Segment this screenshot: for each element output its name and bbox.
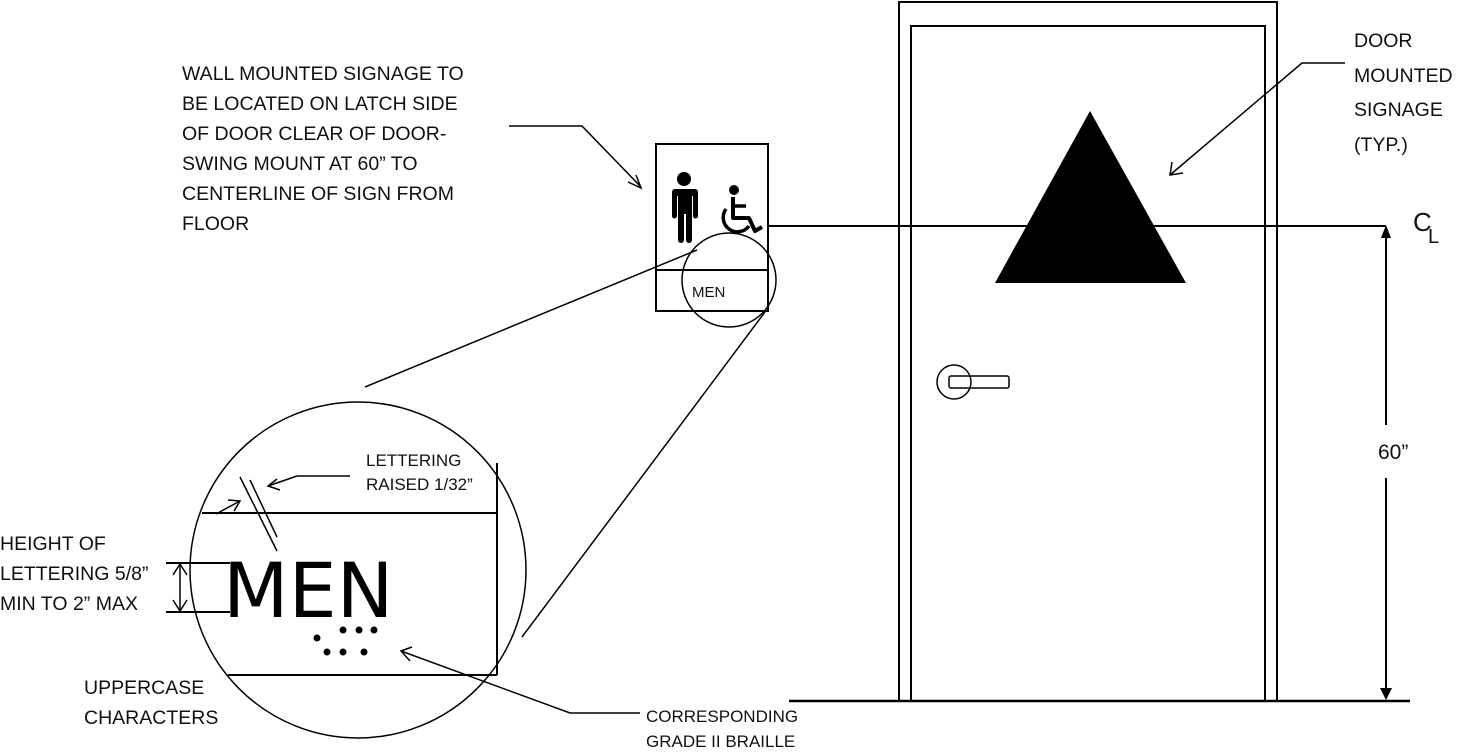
- centerline-symbol: C: [1413, 207, 1432, 237]
- raised-note-line: RAISED 1/32”: [366, 475, 473, 494]
- height-dimension: [1380, 225, 1392, 700]
- male-figure-icon: [672, 172, 698, 243]
- wall-note-line: OF DOOR CLEAR OF DOOR-: [182, 123, 446, 145]
- door-frame-outer: [898, 1, 1278, 702]
- wall-note-line: WALL MOUNTED SIGNAGE TO: [182, 63, 464, 85]
- wall-sign-note: WALL MOUNTED SIGNAGE TO BE LOCATED ON LA…: [182, 63, 464, 235]
- wheelchair-accessible-icon: [721, 185, 763, 234]
- detail-magnified-view: MEN: [189, 401, 527, 739]
- height-note-line: LETTERING 5/8”: [0, 563, 148, 585]
- dimension-60-label: 60”: [1378, 441, 1408, 464]
- centerline-subscript: L: [1428, 226, 1439, 248]
- uppercase-note-line: CHARACTERS: [84, 707, 218, 729]
- door-sign-leader: [1169, 62, 1345, 176]
- wall-note-line: FLOOR: [182, 213, 249, 235]
- braille-note-line: GRADE II BRAILLE: [646, 732, 795, 751]
- detail-men-lettering: MEN: [223, 546, 393, 635]
- lettering-height-note: HEIGHT OF LETTERING 5/8” MIN TO 2” MAX: [0, 533, 148, 615]
- door-sign-note: DOOR MOUNTED SIGNAGE (TYP.): [1354, 30, 1453, 156]
- door-triangle-sign: [995, 111, 1186, 283]
- wall-note-line: BE LOCATED ON LATCH SIDE: [182, 93, 458, 115]
- wall-sign-label: MEN: [692, 284, 725, 301]
- door-assembly: [898, 1, 1278, 702]
- height-note-line: HEIGHT OF: [0, 533, 106, 555]
- lever-handle-icon: [936, 364, 1010, 400]
- uppercase-note: UPPERCASE CHARACTERS: [84, 677, 218, 729]
- lettering-height-dimension: [166, 562, 230, 613]
- raised-note-line: LETTERING: [366, 451, 461, 470]
- raised-lettering-note: LETTERING RAISED 1/32”: [366, 451, 473, 494]
- magnify-connector-lower: [521, 311, 766, 638]
- braille-note: CORRESPONDING GRADE II BRAILLE: [646, 707, 798, 751]
- uppercase-note-line: UPPERCASE: [84, 677, 204, 699]
- wall-sign: MEN: [655, 143, 769, 312]
- door-note-line: DOOR: [1354, 30, 1413, 52]
- wall-note-line: SWING MOUNT AT 60” TO: [182, 153, 418, 175]
- height-note-line: MIN TO 2” MAX: [0, 593, 138, 615]
- door-note-line: MOUNTED: [1354, 65, 1453, 87]
- braille-leader: [399, 646, 640, 714]
- magnify-source-circle: [681, 232, 777, 328]
- braille-dots: [313, 626, 378, 656]
- magnify-connector-upper: [364, 249, 698, 388]
- raised-lettering-leader: [266, 475, 350, 491]
- door-note-line: (TYP.): [1354, 134, 1408, 156]
- wall-note-line: CENTERLINE OF SIGN FROM: [182, 183, 454, 205]
- wall-sign-leader: [509, 125, 643, 190]
- braille-note-line: CORRESPONDING: [646, 707, 798, 726]
- door-note-line: SIGNAGE: [1354, 99, 1443, 121]
